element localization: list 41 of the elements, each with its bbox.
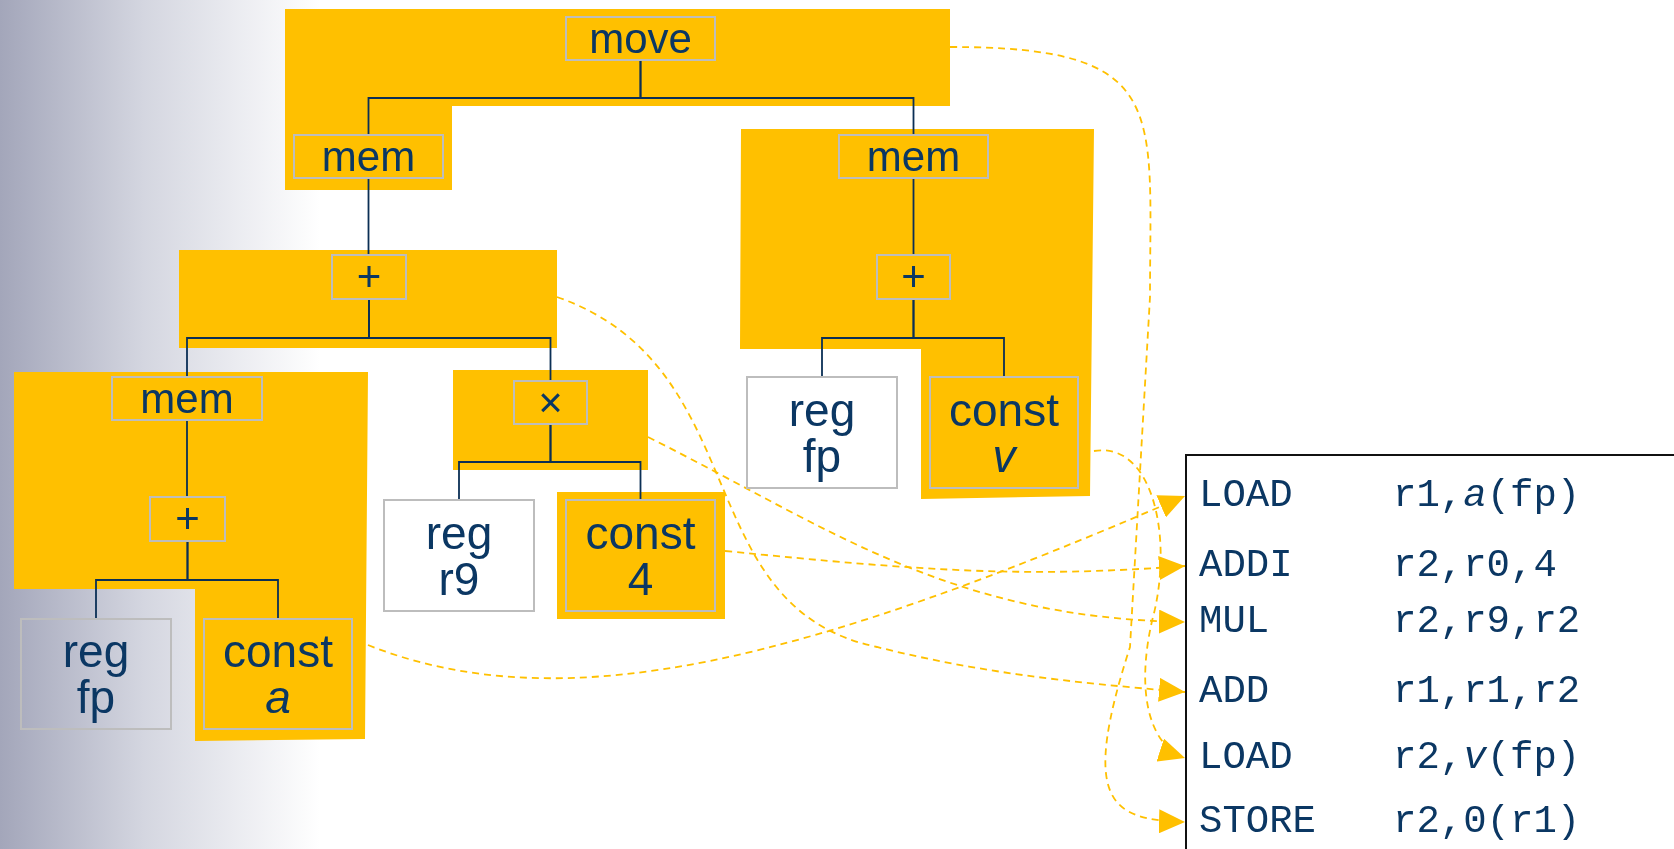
- operator-node: mem: [111, 376, 263, 421]
- opcode: STORE: [1199, 800, 1318, 844]
- tree-line: [186, 420, 188, 497]
- constant-node: const a: [203, 618, 353, 730]
- opcode: ADD: [1199, 670, 1271, 714]
- tree-line: [367, 178, 370, 255]
- operands: r2,v(fp): [1393, 736, 1581, 780]
- register-node: reg fp: [746, 376, 898, 489]
- constant-node: const 4: [565, 499, 716, 612]
- tree-line: [912, 178, 915, 255]
- operands: r2,0(r1): [1393, 800, 1581, 844]
- tree-line: [549, 424, 642, 500]
- tree-line: [368, 299, 552, 381]
- operator-node: mem: [293, 134, 444, 179]
- operator-node: ×: [513, 380, 588, 425]
- tree-line: [186, 541, 279, 619]
- operator-node: +: [331, 254, 407, 300]
- constant-node: const v: [929, 376, 1079, 489]
- opcode: MUL: [1199, 600, 1271, 644]
- operands: r1,r1,r2: [1393, 670, 1581, 714]
- register-node: reg r9: [383, 499, 535, 612]
- operator-node: +: [876, 254, 951, 300]
- operands: r2,r9,r2: [1393, 600, 1581, 644]
- mapping-arrow: [647, 436, 1186, 633]
- opcode: ADDI: [1199, 544, 1294, 588]
- instruction-panel: [1185, 454, 1674, 849]
- operands: r1,a(fp): [1393, 474, 1581, 518]
- tree-line: [639, 60, 915, 135]
- tree-line: [912, 299, 1005, 377]
- mapping-arrow: [949, 46, 1186, 833]
- opcode: LOAD: [1199, 736, 1294, 780]
- mapping-arrow: [367, 495, 1186, 679]
- register-node: reg fp: [20, 618, 172, 730]
- operator-node: mem: [838, 134, 989, 179]
- mapping-arrow: [1093, 449, 1186, 759]
- mapping-arrow: [556, 296, 1186, 702]
- operator-node: +: [149, 496, 226, 542]
- operands: r2,r0,4: [1393, 544, 1557, 588]
- mapping-arrow: [724, 550, 1186, 580]
- opcode: LOAD: [1199, 474, 1294, 518]
- operator-node: move: [565, 16, 716, 61]
